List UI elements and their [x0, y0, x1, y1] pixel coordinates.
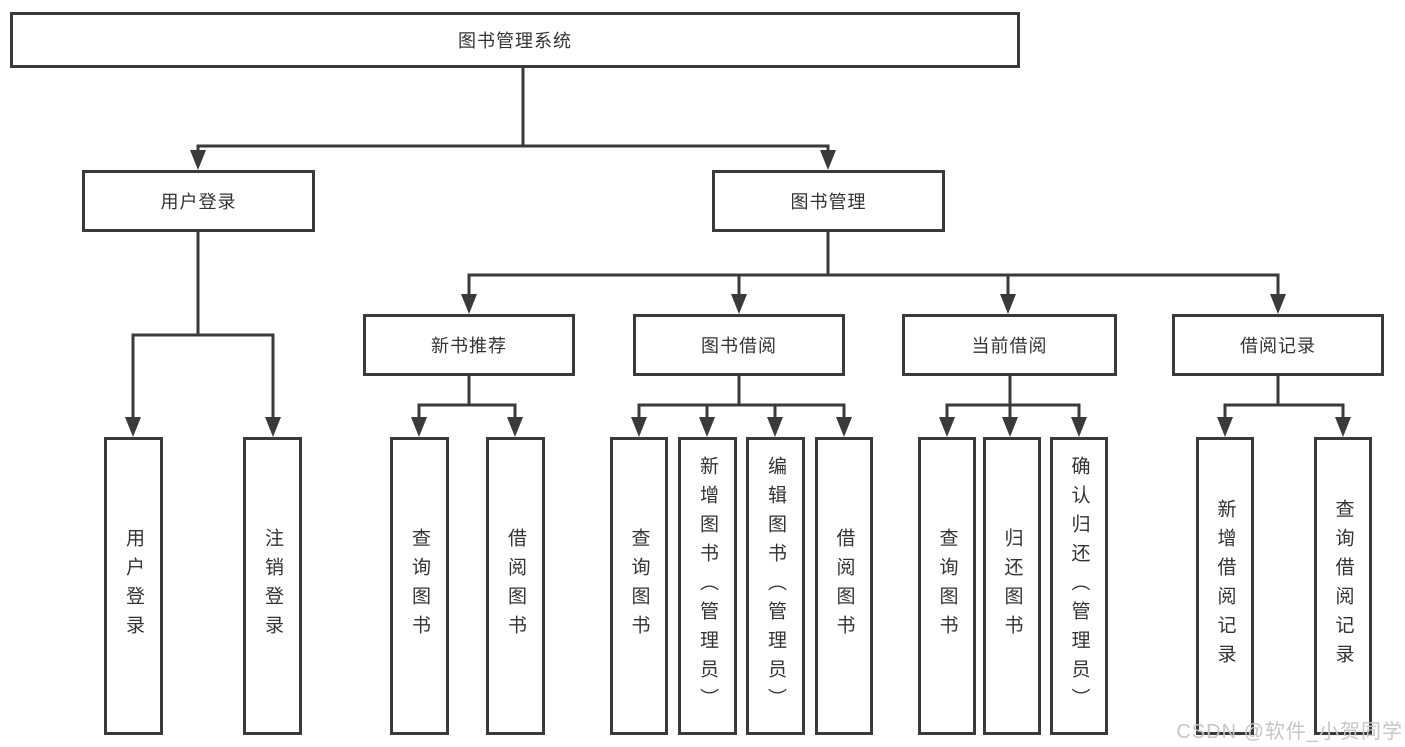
- leaf-add-books-admin-label: 新增图书（管理员）: [697, 455, 718, 717]
- leaf-add-borrow-record: 新增借阅记录: [1196, 437, 1254, 735]
- leaf-return-books: 归还图书: [983, 437, 1041, 735]
- branch-user-login: 用户登录: [82, 170, 315, 232]
- root-node-library-system: 图书管理系统: [10, 12, 1020, 68]
- root-node-label: 图书管理系统: [458, 31, 572, 51]
- leaf-recommend-query-books: 查询图书: [390, 437, 449, 735]
- leaf-logout-label: 注销登录: [262, 528, 283, 644]
- leaf-user-login: 用户登录: [104, 437, 163, 735]
- leaf-current-query-books-label: 查询图书: [936, 528, 958, 644]
- branch-user-login-label: 用户登录: [160, 192, 237, 212]
- leaf-confirm-return-admin-label: 确认归还（管理员）: [1068, 455, 1090, 717]
- branch-book-management-label: 图书管理: [790, 192, 867, 212]
- leaf-edit-books-admin: 编辑图书（管理员）: [746, 437, 805, 735]
- section-new-book-recommendation-label: 新书推荐: [431, 336, 507, 356]
- leaf-query-borrow-record-label: 查询借阅记录: [1332, 499, 1354, 673]
- leaf-logout: 注销登录: [243, 437, 302, 735]
- leaf-recommend-borrow-books-label: 借阅图书: [505, 528, 526, 644]
- leaf-borrowing-query-books: 查询图书: [610, 437, 668, 735]
- leaf-add-borrow-record-label: 新增借阅记录: [1214, 499, 1236, 673]
- section-book-borrowing-label: 图书借阅: [701, 336, 777, 356]
- leaf-user-login-label: 用户登录: [123, 528, 144, 644]
- leaf-edit-books-admin-label: 编辑图书（管理员）: [765, 455, 786, 717]
- leaf-borrowing-borrow-books: 借阅图书: [815, 437, 873, 735]
- leaf-current-query-books: 查询图书: [918, 437, 976, 735]
- leaf-confirm-return-admin: 确认归还（管理员）: [1050, 437, 1108, 735]
- section-current-borrowing: 当前借阅: [902, 314, 1117, 376]
- leaf-recommend-query-books-label: 查询图书: [409, 528, 430, 644]
- leaf-recommend-borrow-books: 借阅图书: [486, 437, 545, 735]
- section-book-borrowing: 图书借阅: [633, 314, 845, 376]
- section-borrowing-records: 借阅记录: [1172, 314, 1384, 376]
- branch-book-management: 图书管理: [712, 170, 945, 232]
- arrowheads: [125, 150, 1351, 437]
- leaf-borrowing-borrow-books-label: 借阅图书: [833, 528, 855, 644]
- leaf-borrowing-query-books-label: 查询图书: [628, 528, 650, 644]
- csdn-watermark: CSDN @软件_小贺同学: [1176, 721, 1403, 743]
- section-new-book-recommendation: 新书推荐: [363, 314, 575, 376]
- leaf-add-books-admin: 新增图书（管理员）: [678, 437, 737, 735]
- section-borrowing-records-label: 借阅记录: [1240, 336, 1316, 356]
- leaf-query-borrow-record: 查询借阅记录: [1314, 437, 1372, 735]
- section-current-borrowing-label: 当前借阅: [971, 336, 1048, 356]
- leaf-return-books-label: 归还图书: [1001, 528, 1023, 644]
